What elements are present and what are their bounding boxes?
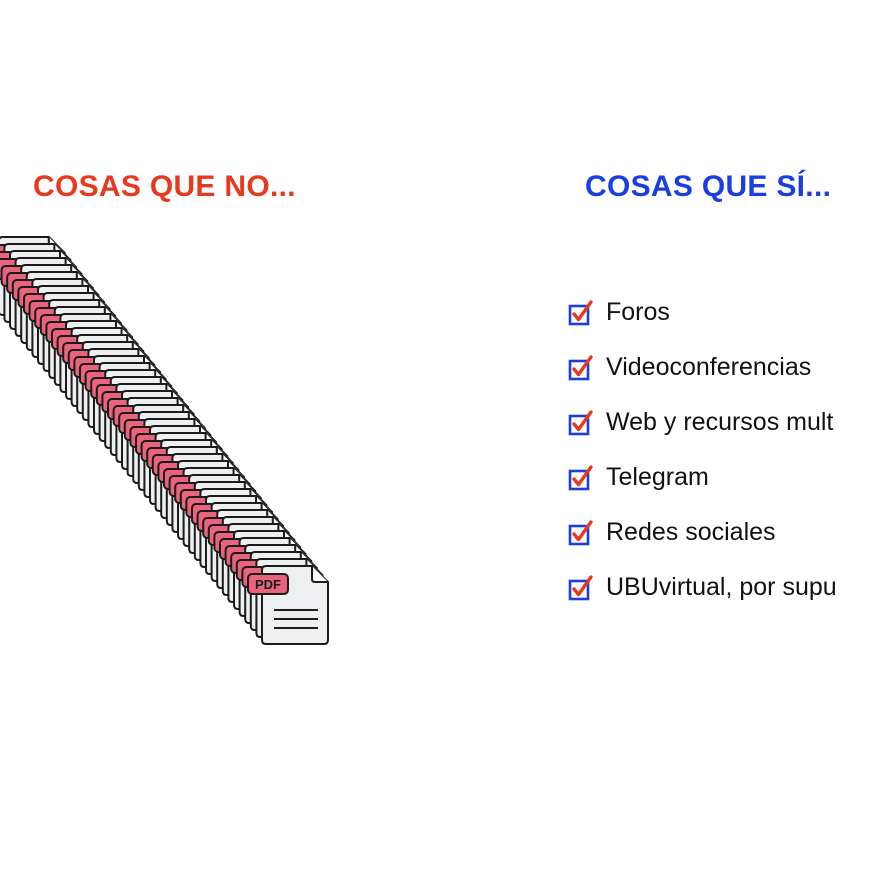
list-item: UBUvirtual, por supu	[568, 560, 837, 615]
allowed-tools-list: Foros Videoconferencias Web y recursos m…	[568, 285, 837, 615]
list-item: Web y recursos mult	[568, 395, 837, 450]
list-item-label: Redes sociales	[606, 518, 776, 546]
checkbox-checked-icon	[568, 409, 594, 436]
list-item: Foros	[568, 285, 837, 340]
pdf-file-icon: PDF	[247, 565, 329, 645]
list-item-label: Videoconferencias	[606, 353, 812, 381]
checkbox-checked-icon	[568, 464, 594, 491]
list-item-label: Foros	[606, 298, 670, 326]
list-item: Telegram	[568, 450, 837, 505]
pdf-label: PDF	[255, 577, 281, 592]
list-item-label: Telegram	[606, 463, 709, 491]
checkbox-checked-icon	[568, 299, 594, 326]
list-item: Redes sociales	[568, 505, 837, 560]
list-item-label: UBUvirtual, por supu	[606, 573, 837, 601]
checkbox-checked-icon	[568, 519, 594, 546]
list-item-label: Web y recursos mult	[606, 408, 834, 436]
list-item: Videoconferencias	[568, 340, 837, 395]
heading-cosas-que-no: COSAS QUE NO...	[33, 170, 296, 203]
checkbox-checked-icon	[568, 354, 594, 381]
checkbox-checked-icon	[568, 574, 594, 601]
heading-cosas-que-si: COSAS QUE SÍ...	[585, 170, 832, 203]
